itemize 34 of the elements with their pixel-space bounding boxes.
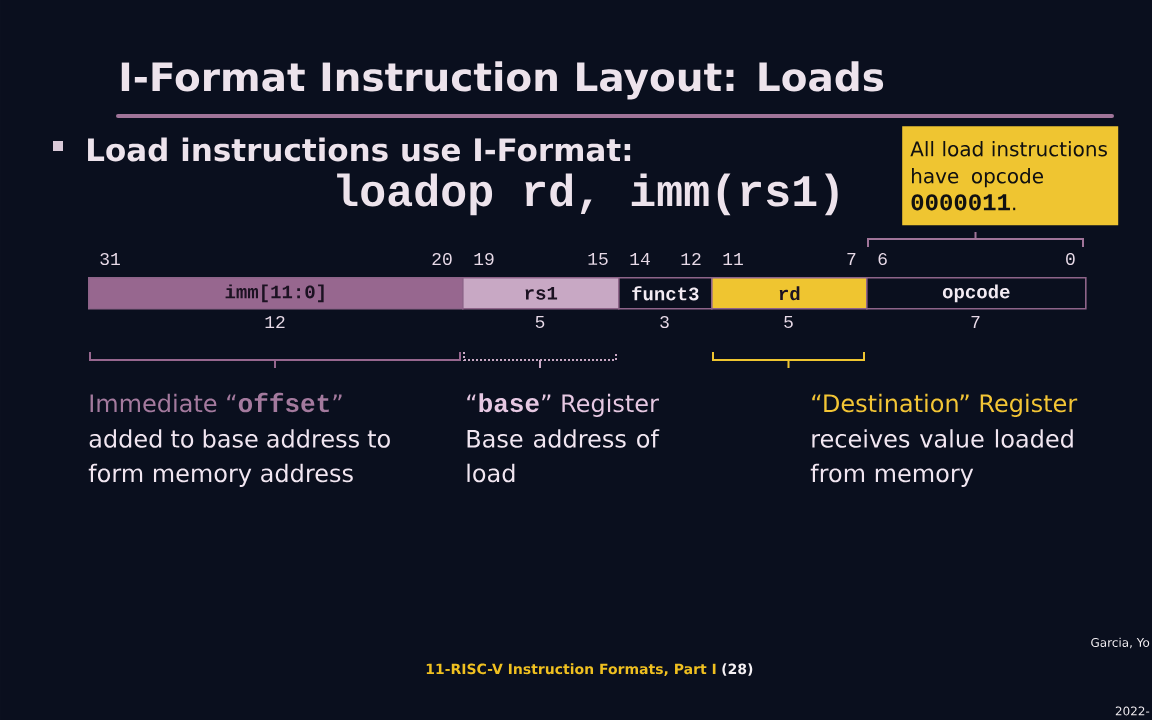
bit-number: 31 xyxy=(100,252,120,266)
bullet-text: Load instructions use I-Format: xyxy=(88,137,631,162)
title: I-Format Instruction Layout: Loads xyxy=(121,61,884,100)
code-line: loadop rd, imm(rs1) xyxy=(337,173,838,216)
description-heading: “Destination” Register xyxy=(812,393,1078,417)
bit-number: 20 xyxy=(432,252,452,266)
description-heading: Immediate “offset” xyxy=(90,392,342,413)
field-box: rd xyxy=(711,277,868,310)
bit-width: 12 xyxy=(265,315,285,328)
bit-number: 0 xyxy=(1066,252,1075,266)
page-number: (28) xyxy=(722,663,753,676)
bit-width: 5 xyxy=(784,316,793,328)
bit-number: 12 xyxy=(681,252,701,265)
bit-number: 6 xyxy=(878,252,887,266)
field-box: rs1 xyxy=(462,277,620,310)
author-text: Garcia, Yo xyxy=(1091,637,1150,649)
bit-number: 19 xyxy=(474,252,494,266)
bit-number: 14 xyxy=(630,253,650,265)
callout-box: All load instructions have opcode 0000011. xyxy=(902,126,1119,226)
bit-width: 5 xyxy=(535,316,545,328)
field-box: imm[11:0] xyxy=(88,277,464,310)
bit-number: 11 xyxy=(723,253,743,265)
field-box: opcode xyxy=(866,277,1087,310)
description-heading: “base” Register xyxy=(467,393,659,417)
bit-width: 7 xyxy=(971,316,980,328)
description-text: receives value loaded from memory xyxy=(810,429,1073,487)
bit-width: 3 xyxy=(660,315,669,329)
description-text: Base address of load xyxy=(467,429,660,483)
description-text: added to base address to form memory address xyxy=(88,429,390,487)
field-box: funct3 xyxy=(618,277,713,310)
date-text: 2022- xyxy=(1115,706,1150,716)
bit-number: 15 xyxy=(588,253,608,265)
footer-text: 11-RISC-V Instruction Formats, Part I xyxy=(426,663,716,676)
bit-number: 7 xyxy=(847,253,856,265)
